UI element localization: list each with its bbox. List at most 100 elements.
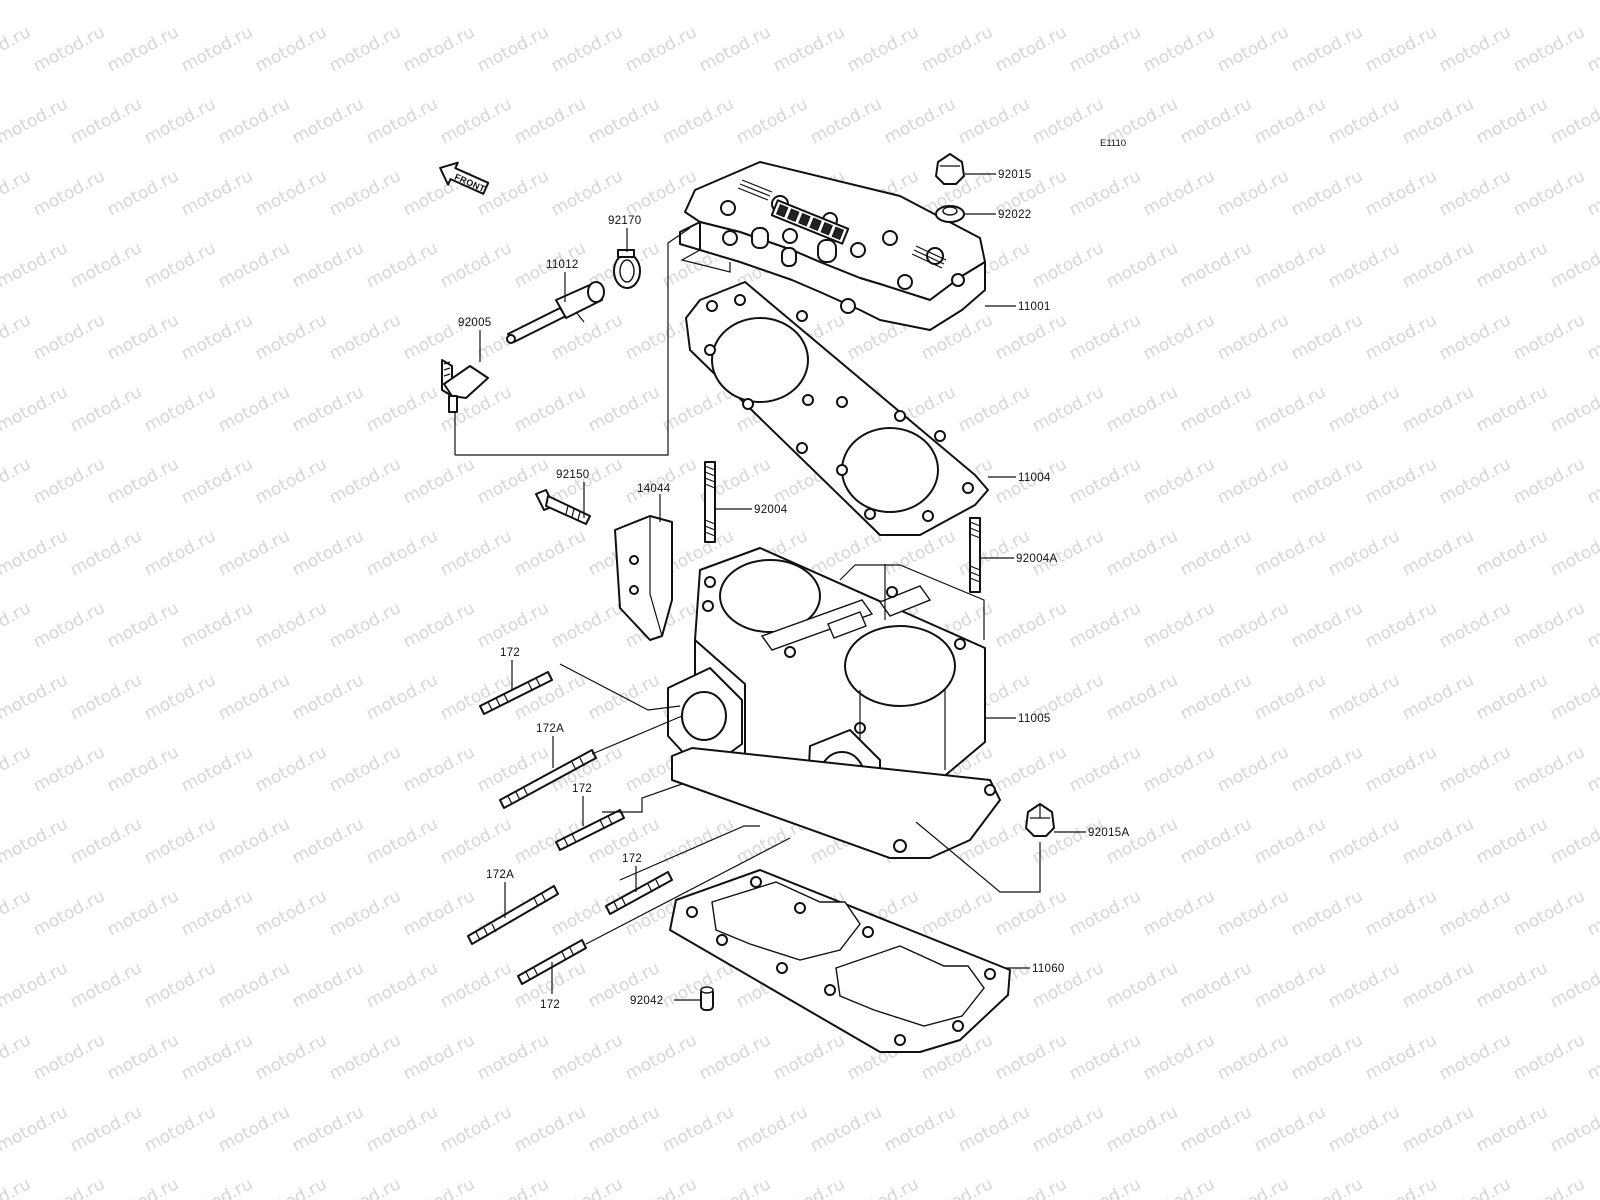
watermark-text: motod.ru (1399, 814, 1477, 868)
acorn-nut-92015A (1025, 803, 1055, 837)
watermark-text: motod.ru (67, 94, 145, 148)
watermark-text: motod.ru (1029, 238, 1107, 292)
watermark-text: motod.ru (215, 670, 293, 724)
reference-line-block-left (559, 663, 681, 711)
watermark-text: motod.ru (511, 94, 589, 148)
callout-11012: 11012 (546, 259, 579, 271)
watermark-text: motod.ru (844, 1174, 922, 1200)
watermark-text: motod.ru (437, 958, 515, 1012)
watermark-text: motod.ru (548, 22, 626, 76)
watermark-text: motod.ru (992, 742, 1070, 796)
watermark-text: motod.ru (1547, 94, 1600, 148)
callout-92150: 92150 (556, 469, 589, 481)
watermark-text: motod.ru (400, 598, 478, 652)
watermark-text: motod.ru (1066, 454, 1144, 508)
watermark-text: motod.ru (955, 1102, 1033, 1156)
watermark-text: motod.ru (215, 526, 293, 580)
watermark-text: motod.ru (1436, 1174, 1514, 1200)
watermark-text: motod.ru (1510, 166, 1588, 220)
watermark-text: motod.ru (104, 454, 182, 508)
watermark-text: motod.ru (104, 742, 182, 796)
watermark-text: motod.ru (733, 0, 811, 4)
watermark-text: motod.ru (400, 1030, 478, 1084)
callout-172-c: 172 (622, 853, 642, 865)
watermark-text: motod.ru (1140, 742, 1218, 796)
watermark-text: motod.ru (141, 814, 219, 868)
watermark-text: motod.ru (363, 1102, 441, 1156)
watermark-text: motod.ru (1251, 382, 1329, 436)
watermark-text: motod.ru (659, 0, 737, 4)
watermark-text: motod.ru (1547, 1102, 1600, 1156)
watermark-text: motod.ru (1547, 238, 1600, 292)
watermark-text: motod.ru (992, 1030, 1070, 1084)
watermark-text: motod.ru (1029, 0, 1107, 4)
watermark-text: motod.ru (548, 598, 626, 652)
watermark-text: motod.ru (104, 1030, 182, 1084)
watermark-text: motod.ru (1103, 814, 1181, 868)
callout-92170: 92170 (608, 215, 641, 227)
watermark-text: motod.ru (1510, 742, 1588, 796)
watermark-text: motod.ru (252, 1174, 330, 1200)
watermark-text: motod.ru (1584, 598, 1600, 652)
watermark-text: motod.ru (1510, 886, 1588, 940)
temperature-sensor (506, 281, 605, 344)
watermark-text: motod.ru (548, 1174, 626, 1200)
stud-92004 (704, 461, 716, 543)
stud-172-a (479, 671, 553, 715)
watermark-text: motod.ru (67, 958, 145, 1012)
watermark-text: motod.ru (0, 310, 34, 364)
watermark-text: motod.ru (1140, 886, 1218, 940)
watermark-text: motod.ru (326, 742, 404, 796)
hose-fitting (441, 359, 489, 413)
watermark-text: motod.ru (363, 382, 441, 436)
watermark-text: motod.ru (1510, 1030, 1588, 1084)
watermark-text: motod.ru (585, 94, 663, 148)
watermark-text: motod.ru (1177, 670, 1255, 724)
watermark-text: motod.ru (0, 886, 34, 940)
watermark-text: motod.ru (104, 598, 182, 652)
watermark-text: motod.ru (1140, 310, 1218, 364)
watermark-text: motod.ru (1510, 22, 1588, 76)
callout-92004A: 92004A (1016, 553, 1057, 565)
watermark-text: motod.ru (363, 814, 441, 868)
watermark-text: motod.ru (215, 1102, 293, 1156)
watermark-text: motod.ru (141, 94, 219, 148)
watermark-text: motod.ru (1029, 382, 1107, 436)
watermark-text: motod.ru (881, 0, 959, 4)
watermark-text: motod.ru (1325, 1102, 1403, 1156)
watermark-text: motod.ru (1436, 886, 1514, 940)
watermark-text: motod.ru (1547, 814, 1600, 868)
watermark-text: motod.ru (1547, 0, 1600, 4)
watermark-text: motod.ru (955, 94, 1033, 148)
watermark-text: motod.ru (400, 22, 478, 76)
watermark-text: motod.ru (1140, 1174, 1218, 1200)
watermark-text: motod.ru (1436, 598, 1514, 652)
watermark-text: motod.ru (1325, 382, 1403, 436)
callout-172-d: 172 (540, 999, 560, 1011)
watermark-text: motod.ru (1584, 310, 1600, 364)
watermark-text: motod.ru (1177, 1102, 1255, 1156)
watermark-text: motod.ru (215, 238, 293, 292)
watermark-text: motod.ru (1214, 1174, 1292, 1200)
watermark-text: motod.ru (67, 526, 145, 580)
watermark-text: motod.ru (0, 814, 71, 868)
watermark-text: motod.ru (289, 382, 367, 436)
watermark-text: motod.ru (178, 22, 256, 76)
watermark-text: motod.ru (1140, 1030, 1218, 1084)
watermark-text: motod.ru (104, 166, 182, 220)
watermark-text: motod.ru (548, 454, 626, 508)
watermark-text: motod.ru (215, 382, 293, 436)
watermark-text: motod.ru (326, 1174, 404, 1200)
watermark-text: motod.ru (252, 166, 330, 220)
watermark-text: motod.ru (1436, 742, 1514, 796)
watermark-text: motod.ru (178, 166, 256, 220)
watermark-text: motod.ru (1103, 1102, 1181, 1156)
watermark-text: motod.ru (733, 1102, 811, 1156)
watermark-text: motod.ru (252, 1030, 330, 1084)
watermark-text: motod.ru (1214, 22, 1292, 76)
watermark-text: motod.ru (289, 958, 367, 1012)
watermark-text: motod.ru (1288, 886, 1366, 940)
watermark-text: motod.ru (0, 238, 71, 292)
watermark-text: motod.ru (400, 742, 478, 796)
cylinder-head (679, 161, 986, 331)
